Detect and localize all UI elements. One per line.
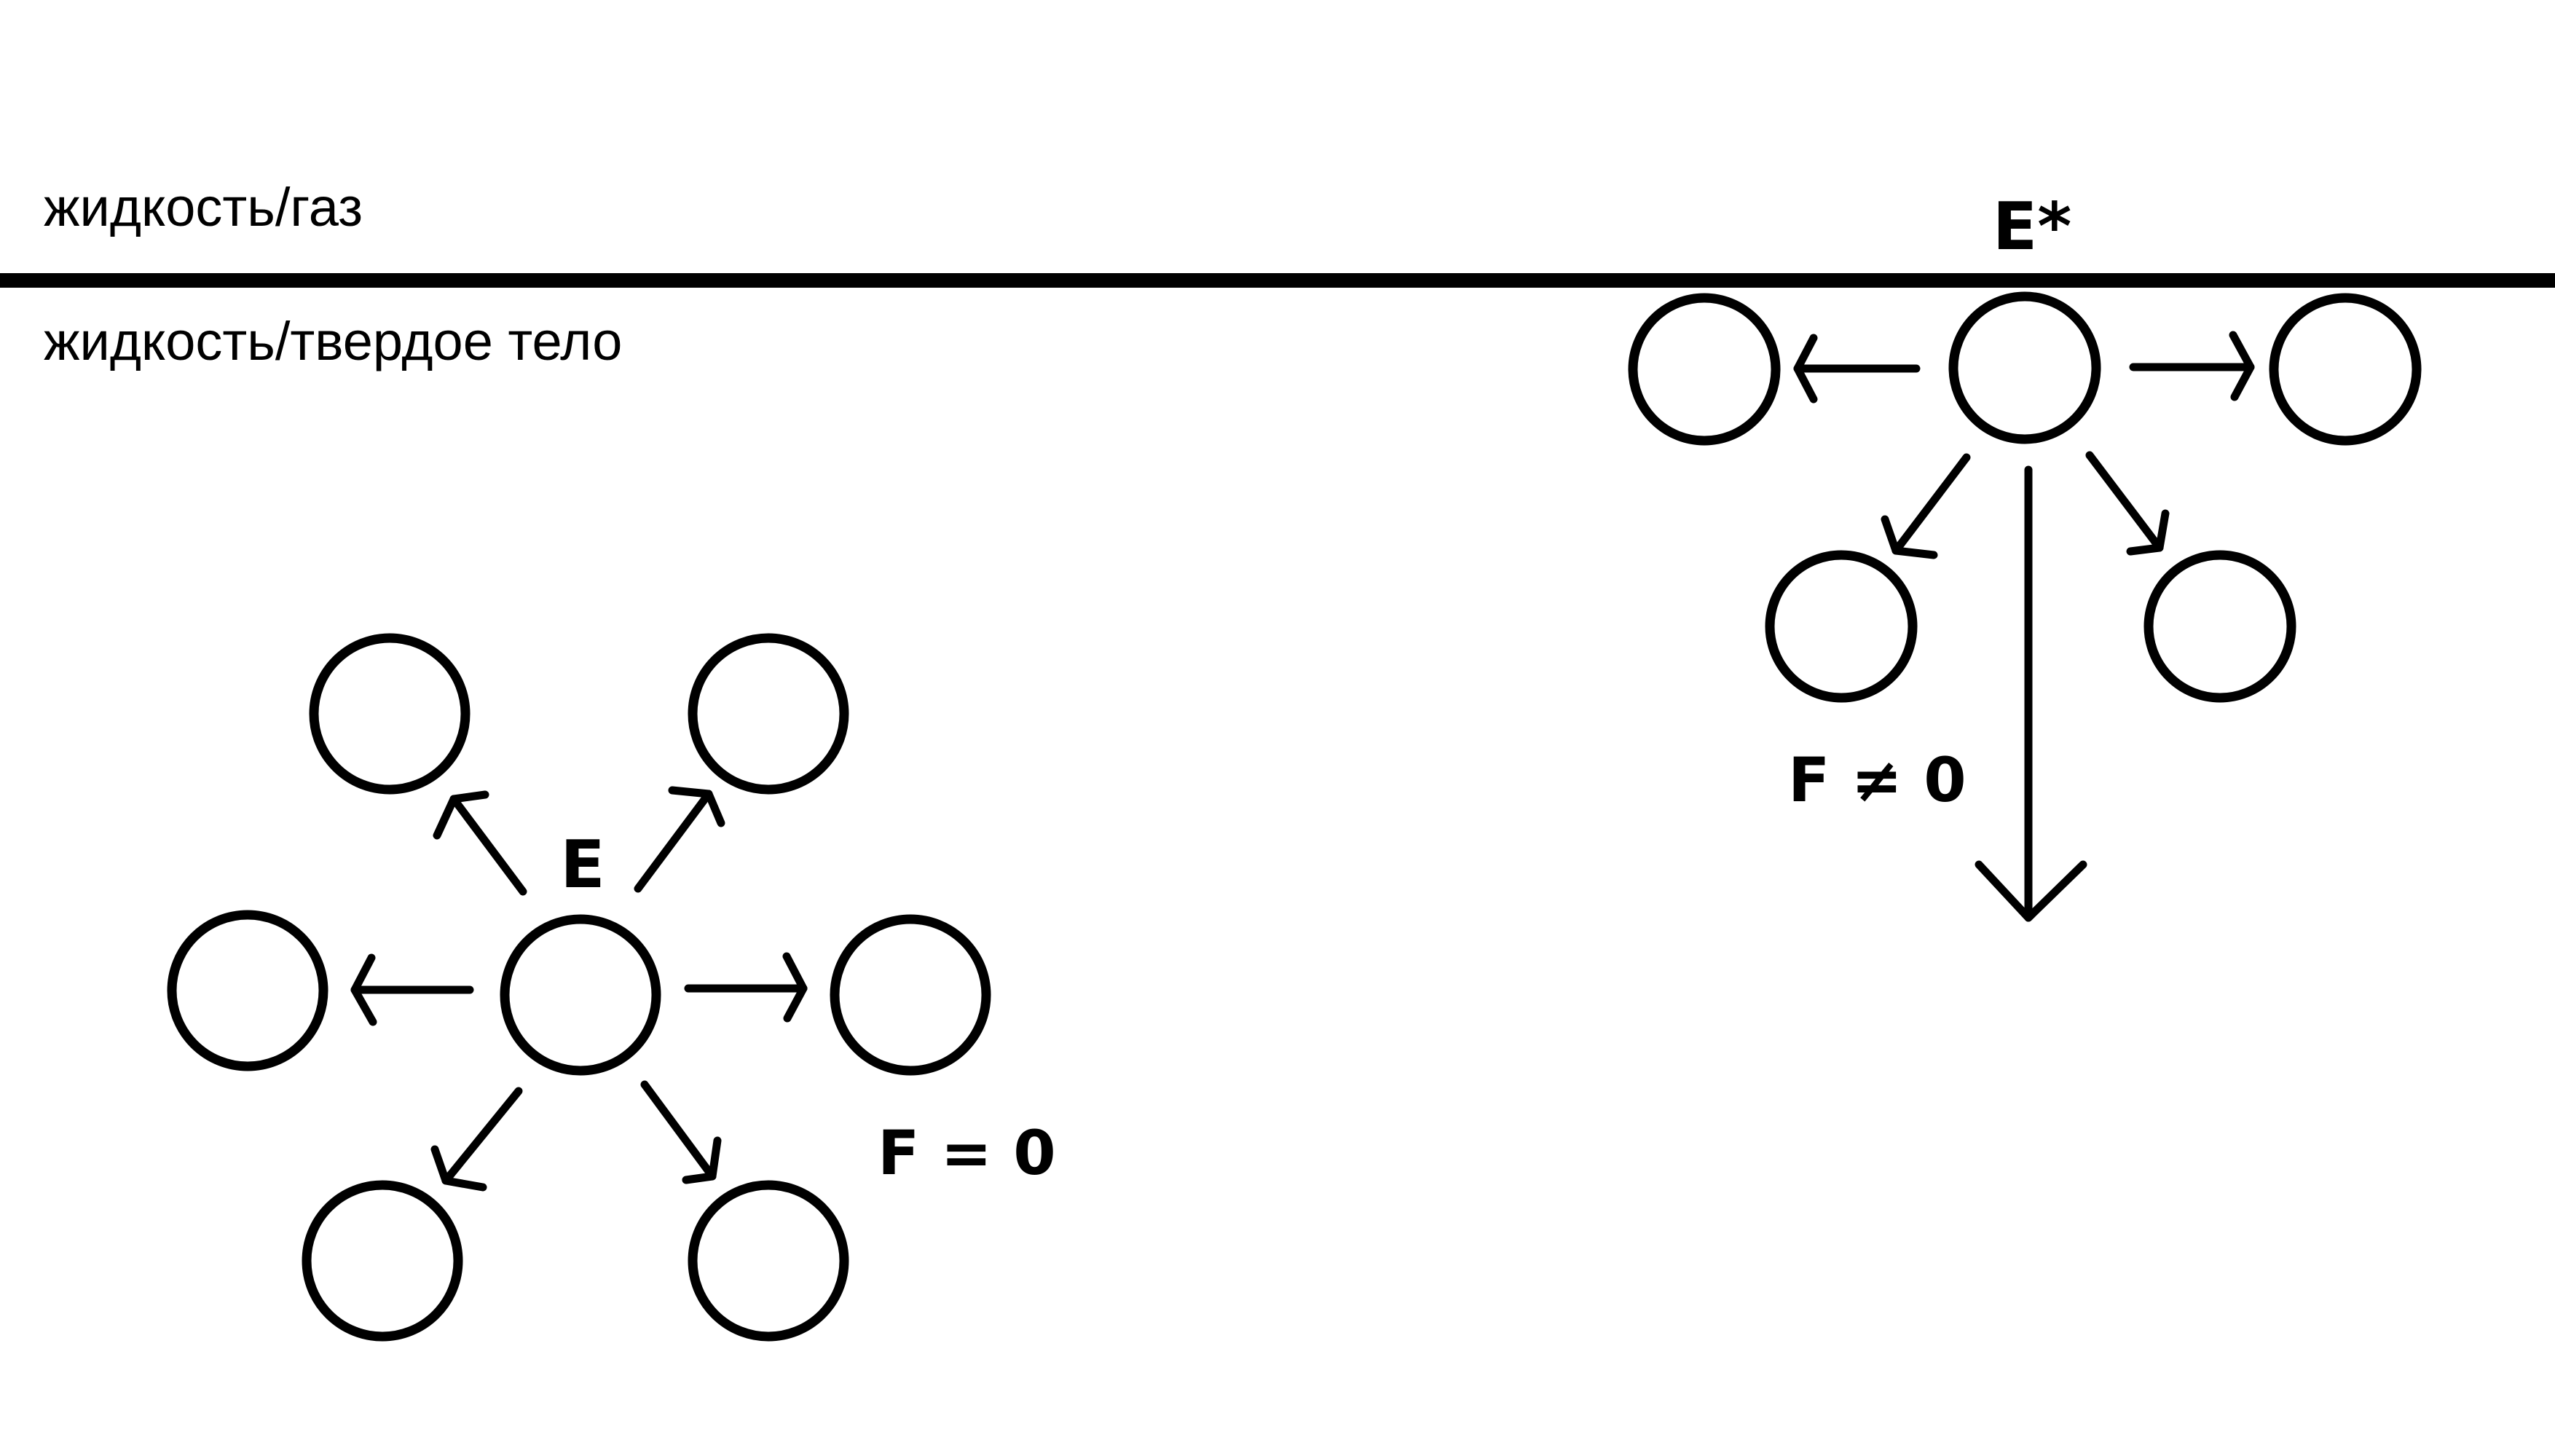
bulk-energy-label: E — [560, 827, 605, 903]
surface-center-molecule — [1948, 291, 2101, 444]
surface-force-label: F ≠ 0 — [1788, 744, 1967, 816]
bulk-neighbor-lower-left — [302, 1180, 463, 1342]
bulk-neighbor-upper-left — [309, 633, 471, 795]
surface-molecule-group — [1628, 291, 2422, 922]
surface-resultant-force-arrow — [1975, 465, 2087, 922]
surface-neighbor-left — [1628, 293, 1781, 446]
bulk-arrow-upper-right — [634, 786, 725, 893]
surface-arrow-lower-right — [2085, 451, 2170, 556]
bulk-arrow-upper-left — [433, 790, 527, 896]
bulk-arrow-lower-left — [430, 1087, 523, 1192]
surface-energy-label: E* — [1993, 189, 2072, 265]
bulk-arrow-lower-right — [640, 1080, 722, 1184]
surface-neighbor-lower-right — [2143, 550, 2296, 703]
surface-arrow-left — [1793, 334, 1921, 404]
liquid-gas-label: жидкость/газ — [44, 177, 363, 237]
bulk-force-label: F = 0 — [878, 1117, 1056, 1189]
bulk-center-molecule — [500, 914, 661, 1076]
bulk-molecule-group — [167, 633, 991, 1342]
bulk-neighbor-left — [167, 910, 328, 1071]
bulk-neighbor-right — [830, 914, 991, 1076]
surface-arrow-lower-left — [1881, 453, 1971, 559]
bulk-arrow-right — [684, 952, 808, 1023]
surface-neighbor-lower-left — [1765, 550, 1918, 703]
surface-arrow-right — [2129, 331, 2255, 401]
liquid-solid-label: жидкость/твердое тело — [44, 311, 623, 371]
surface-neighbor-right — [2269, 293, 2422, 446]
bulk-neighbor-upper-right — [688, 633, 849, 795]
bulk-neighbor-lower-right — [688, 1180, 849, 1342]
bulk-arrow-left — [350, 953, 474, 1026]
